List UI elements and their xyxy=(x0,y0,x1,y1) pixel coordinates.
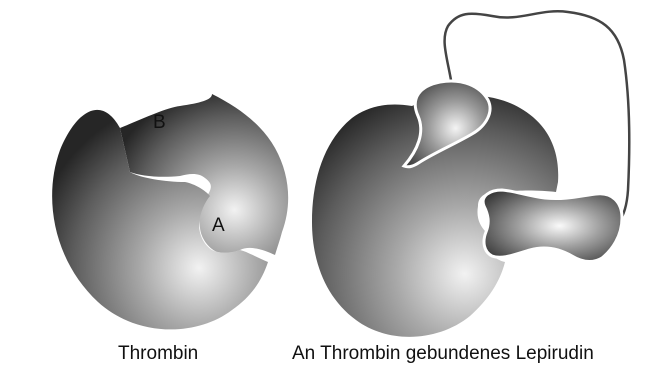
lepirudin-tail xyxy=(483,190,622,262)
site-b-label: B xyxy=(153,112,166,133)
caption-bound-lepirudin: An Thrombin gebundenes Lepirudin xyxy=(292,343,594,364)
caption-thrombin: Thrombin xyxy=(118,343,198,364)
site-a-label: A xyxy=(212,215,225,236)
